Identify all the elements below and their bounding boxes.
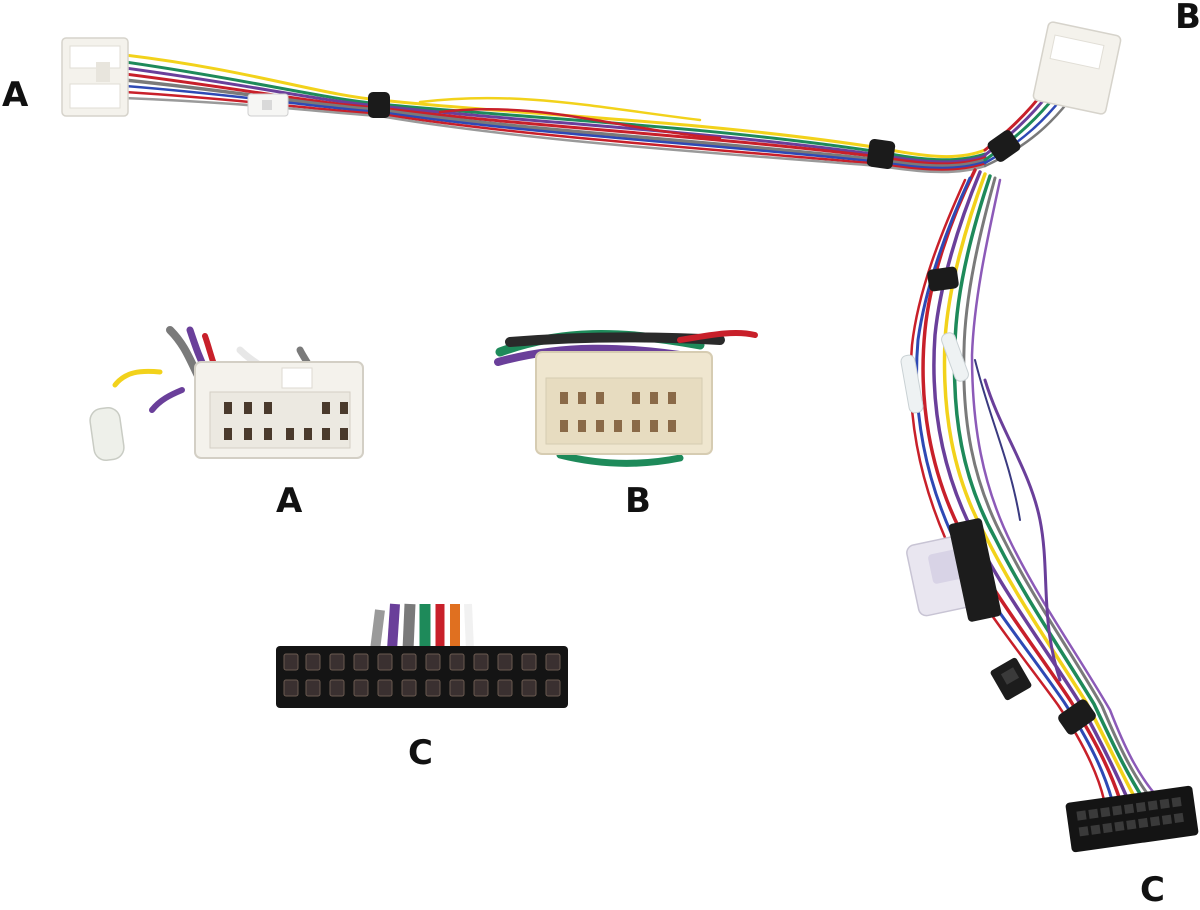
detail-c-label: C	[408, 733, 433, 773]
tape-band	[927, 266, 959, 292]
connector-a-label: A	[2, 75, 29, 115]
connector-a-main	[61, 37, 129, 117]
detail-a-label: A	[276, 481, 303, 521]
harness-branch-c	[909, 168, 1162, 802]
detail-connector-a	[89, 326, 364, 462]
small-plug	[990, 657, 1032, 701]
detail-connector-b	[494, 329, 758, 467]
detail-connector-c	[276, 603, 568, 708]
detail-b-label: B	[625, 481, 651, 521]
connector-c-label: C	[1140, 870, 1165, 910]
connector-c-main	[1065, 785, 1199, 853]
wire-tap-right	[941, 332, 969, 382]
tape-band	[368, 92, 390, 118]
fuse-holder	[906, 518, 1002, 622]
tape-band	[1058, 699, 1096, 735]
wire-tap-left	[900, 354, 924, 414]
connector-b-main	[1032, 21, 1122, 115]
ring-terminal	[247, 93, 289, 117]
tape-band	[987, 130, 1021, 162]
connector-b-label: B	[1175, 0, 1200, 37]
tape-band	[866, 138, 896, 170]
